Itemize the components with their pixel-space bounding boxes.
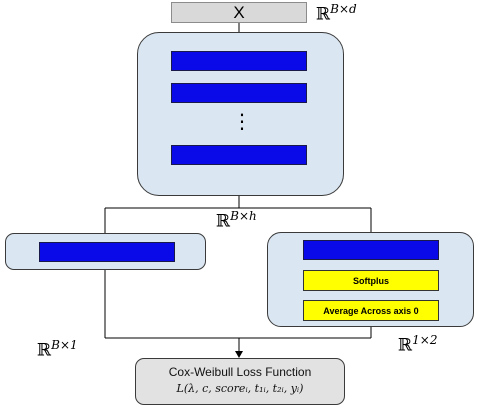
softplus-block: Softplus — [303, 270, 439, 291]
encoder-layer-last — [171, 145, 307, 165]
loss-formula: L(λ, c, scoreᵢ, t₁ᵢ, t₂ᵢ, yᵢ) — [176, 382, 304, 395]
input-x-box: X — [171, 2, 307, 23]
encoder-layer-1 — [171, 51, 307, 71]
left-head-layer — [39, 242, 175, 262]
right-output-dim-label: ℝ1×2 — [398, 333, 438, 356]
input-dim-label: ℝB×d — [316, 2, 357, 25]
average-block: Average Across axis 0 — [303, 300, 439, 321]
loss-title: Cox-Weibull Loss Function — [168, 365, 312, 379]
right-head-layer — [303, 240, 439, 260]
loss-function-box: Cox-Weibull Loss Function L(λ, c, scoreᵢ… — [135, 358, 345, 405]
left-output-dim-label: ℝB×1 — [37, 338, 78, 361]
hidden-dim-label: ℝB×h — [216, 209, 257, 232]
encoder-layer-2 — [171, 83, 307, 103]
encoder-ellipsis: ⋮ — [232, 111, 252, 133]
